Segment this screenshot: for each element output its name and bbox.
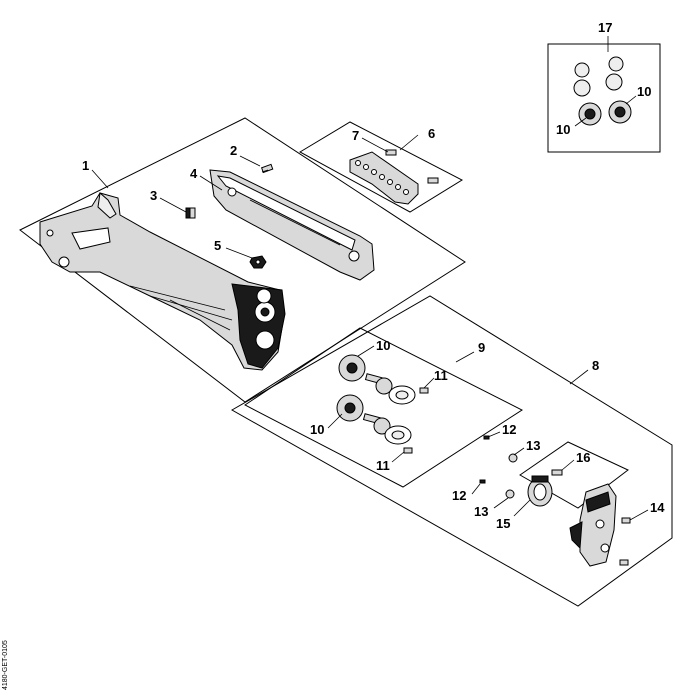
handle-part-14 bbox=[569, 483, 617, 567]
callout-10-upper: 10 bbox=[376, 338, 390, 353]
housing-part bbox=[39, 192, 286, 371]
nut-part-5 bbox=[249, 255, 267, 269]
document-id-text: 4180-GET-0105 bbox=[2, 640, 9, 690]
nut-part-13-lower bbox=[505, 489, 515, 499]
callout-5: 5 bbox=[214, 238, 221, 253]
screw-part-11-lower bbox=[403, 447, 413, 454]
callout-6: 6 bbox=[428, 126, 435, 141]
callout-3: 3 bbox=[150, 188, 157, 203]
group-frame-housing bbox=[19, 117, 466, 403]
group-frame-clamp bbox=[519, 441, 629, 509]
callout-11-lower: 11 bbox=[376, 458, 390, 473]
screw-part-16 bbox=[551, 469, 563, 476]
gasket-lower bbox=[384, 425, 412, 445]
pin-part-12-lower bbox=[479, 479, 486, 484]
shaft-lower bbox=[362, 413, 391, 435]
group-frame-bearings bbox=[244, 327, 524, 488]
leader-lines bbox=[91, 36, 649, 521]
callout-13-upper: 13 bbox=[526, 438, 540, 453]
callout-1: 1 bbox=[82, 158, 89, 173]
callout-12-upper: 12 bbox=[502, 422, 516, 437]
bracket-part-6 bbox=[349, 151, 419, 205]
screw-part-7 bbox=[385, 149, 397, 156]
bearing-upper bbox=[338, 354, 366, 382]
callout-4: 4 bbox=[190, 166, 198, 181]
callout-12-lower: 12 bbox=[452, 488, 466, 503]
callout-9: 9 bbox=[478, 340, 485, 355]
callout-14: 14 bbox=[650, 500, 665, 515]
bearing-lower bbox=[336, 394, 364, 422]
clamp-part-15 bbox=[527, 475, 553, 507]
callout-15: 15 bbox=[496, 516, 510, 531]
group-frame-bracket bbox=[298, 121, 464, 213]
callout-10-kit-right: 10 bbox=[637, 84, 651, 99]
document-id: 4180-GET-0105 bbox=[2, 628, 14, 698]
shaft-upper bbox=[364, 373, 393, 395]
pin-part-12-upper bbox=[483, 435, 490, 440]
screw-part-14b bbox=[619, 559, 629, 566]
screw-part-11-upper bbox=[419, 387, 429, 394]
callout-7: 7 bbox=[352, 128, 359, 143]
callout-8: 8 bbox=[592, 358, 599, 373]
screw-part-14 bbox=[621, 517, 631, 524]
group-frame-kit bbox=[547, 43, 661, 153]
callout-13-lower: 13 bbox=[474, 504, 488, 519]
kit-part-17 bbox=[573, 56, 632, 126]
gasket-upper bbox=[388, 385, 416, 405]
nut-part-13-upper bbox=[508, 453, 518, 463]
callout-10-lower: 10 bbox=[310, 422, 324, 437]
rail-part bbox=[209, 169, 375, 281]
callout-2: 2 bbox=[230, 143, 237, 158]
callout-11-upper: 11 bbox=[434, 368, 448, 383]
callout-17: 17 bbox=[598, 20, 612, 35]
screw-part-6b bbox=[427, 177, 439, 184]
callout-16: 16 bbox=[576, 450, 590, 465]
screw-part-2 bbox=[260, 163, 274, 174]
callout-10-kit-left: 10 bbox=[556, 122, 570, 137]
clip-part-3 bbox=[185, 207, 196, 219]
group-frame-lower-assembly bbox=[230, 295, 673, 607]
